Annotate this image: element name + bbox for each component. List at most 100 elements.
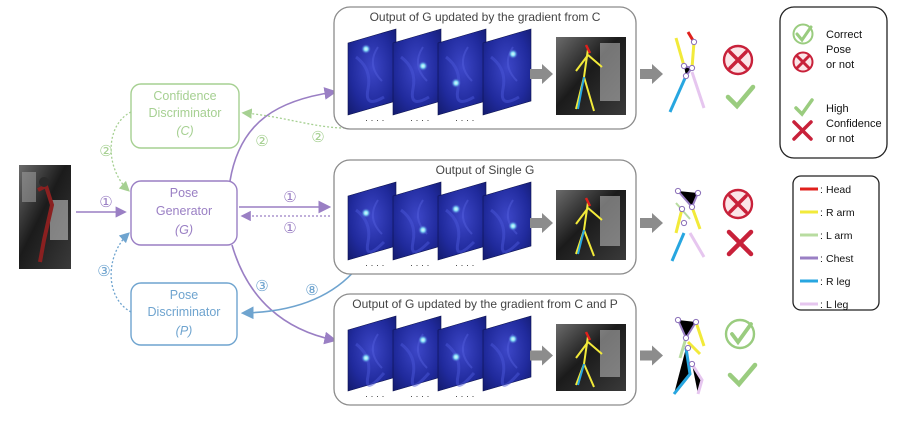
generator-to-top-panel-arrow <box>229 87 338 182</box>
pose-generator-node: Pose Generator (G) <box>130 180 238 246</box>
top-confidence-check-icon <box>725 84 756 110</box>
legend-eval-text-1: Correct <box>826 29 862 41</box>
panel-title-bot: Output of G updated by the gradient from… <box>352 297 618 311</box>
heatmap-dots: · · · · <box>410 260 430 270</box>
panel-arrow <box>530 213 553 233</box>
heatmap-dots: · · · · <box>365 115 385 125</box>
legend-part-row: Chest: <box>800 253 854 265</box>
panel-title-top: Output of G updated by the gradient from… <box>370 10 601 24</box>
step-3-left: ③ <box>97 263 110 280</box>
panel-arrow <box>530 345 553 366</box>
heatmap <box>437 28 487 116</box>
generator-line1: Pose <box>170 186 199 200</box>
step-8-feedback: ⑧ <box>305 282 318 299</box>
skeleton-bottom <box>672 316 706 395</box>
legend-part-label: R leg <box>826 276 851 288</box>
legend-part-label: Chest <box>826 253 854 265</box>
step-2-left: ② <box>99 143 112 160</box>
heatmap-dots: · · · · <box>455 260 475 270</box>
legend-check-icon <box>792 23 814 45</box>
output-panel-mid: Output of Single G · · · · · · · · · · · · <box>333 159 663 275</box>
mid-confidence-cross-icon <box>726 229 754 257</box>
confidence-line3: (C) <box>176 124 193 138</box>
mid-panel-to-pose-disc-arrow <box>240 267 358 320</box>
legend-part-colon: : <box>820 207 823 219</box>
step-1-forward: ① <box>283 189 296 206</box>
legend-part-colon: : <box>820 184 823 196</box>
output-panel-top: Output of G updated by the gradient from… <box>333 6 663 130</box>
heatmap <box>482 315 532 392</box>
bottom-confidence-check-icon <box>727 362 758 388</box>
heatmap-dots: · · · · <box>365 391 385 401</box>
generator-line2: Generator <box>156 204 212 218</box>
pose-disc-line3: (P) <box>176 324 193 338</box>
pose-disc-to-generator-loop <box>110 232 132 313</box>
confidence-line2: Discriminator <box>149 106 222 120</box>
skeleton-arrow <box>640 64 663 84</box>
heatmap <box>347 28 397 116</box>
step-2-generator: ② <box>255 133 268 150</box>
confidence-to-generator-loop <box>110 111 132 192</box>
legend-part-colon: : <box>820 230 823 242</box>
legend-eval-text-3: or not <box>826 59 854 71</box>
legend-conf-text-3: or not <box>826 133 854 145</box>
heatmap-dots: · · · · <box>365 260 385 270</box>
legend-part-label: Head <box>826 184 851 196</box>
pose-result-image <box>556 324 626 391</box>
output-panel-bot: Output of G updated by the gradient from… <box>333 293 663 406</box>
skeleton-arrow <box>640 213 663 233</box>
generator-to-bottom-panel-arrow <box>231 244 338 345</box>
confidence-discriminator-node: Confidence Discriminator (C) <box>130 83 240 149</box>
panel-title-mid: Output of Single G <box>436 163 535 177</box>
generator-line3: (G) <box>175 223 193 237</box>
pose-result-image <box>556 37 626 115</box>
legend-part-row: R arm: <box>800 207 855 219</box>
heatmap-dots: · · · · <box>455 115 475 125</box>
step-3-generator: ③ <box>255 278 268 295</box>
skeleton-top <box>668 31 706 113</box>
pose-result-image <box>556 190 626 260</box>
legend-part-row: Head: <box>800 184 851 196</box>
heatmap <box>347 181 397 261</box>
legend-part-row: L arm: <box>800 230 853 242</box>
pose-discriminator-node: Pose Discriminator (P) <box>130 282 238 346</box>
heatmap <box>392 181 442 261</box>
heatmap <box>482 181 532 261</box>
heatmap <box>347 315 397 392</box>
step-2-feedback: ② <box>311 129 324 146</box>
legend-eval-text-2: Pose <box>826 44 851 56</box>
input-image <box>19 165 71 269</box>
legend-part-colon: : <box>820 299 823 311</box>
top-pose-cross-icon <box>722 44 754 76</box>
body-part-legend: Head:R arm:L arm:Chest:R leg:L leg: <box>792 175 880 311</box>
evaluation-legend: Correct Pose or not High Confidence or n… <box>779 6 888 159</box>
heatmap <box>437 181 487 261</box>
step-1-backward: ① <box>283 220 296 237</box>
heatmap <box>482 28 532 116</box>
legend-conf-text-1: High <box>826 103 849 115</box>
step-1-input: ① <box>99 194 112 211</box>
legend-cross-circle-icon <box>792 51 814 73</box>
legend-part-row: R leg: <box>800 276 851 288</box>
confidence-line1: Confidence <box>153 89 216 103</box>
pose-disc-line2: Discriminator <box>148 305 221 319</box>
mid-pose-cross-icon <box>722 188 754 220</box>
legend-cross-plain-icon <box>792 120 813 141</box>
heatmap-dots: · · · · <box>455 391 475 401</box>
legend-part-row: L leg: <box>800 299 849 311</box>
pose-disc-line1: Pose <box>170 288 199 302</box>
legend-part-colon: : <box>820 276 823 288</box>
legend-conf-text-2: Confidence <box>826 118 882 130</box>
legend-part-label: L leg <box>826 299 849 311</box>
legend-part-label: R arm <box>826 207 855 219</box>
legend-part-colon: : <box>820 253 823 265</box>
legend-check-plain-icon <box>794 98 814 117</box>
skeleton-mid <box>670 187 706 262</box>
panel-arrow <box>530 64 553 84</box>
legend-part-label: L arm <box>826 230 853 242</box>
bottom-pose-check-icon <box>724 318 756 350</box>
top-panel-to-confidence-arrow <box>241 108 346 129</box>
heatmap <box>392 28 442 116</box>
heatmap-dots: · · · · <box>410 115 430 125</box>
